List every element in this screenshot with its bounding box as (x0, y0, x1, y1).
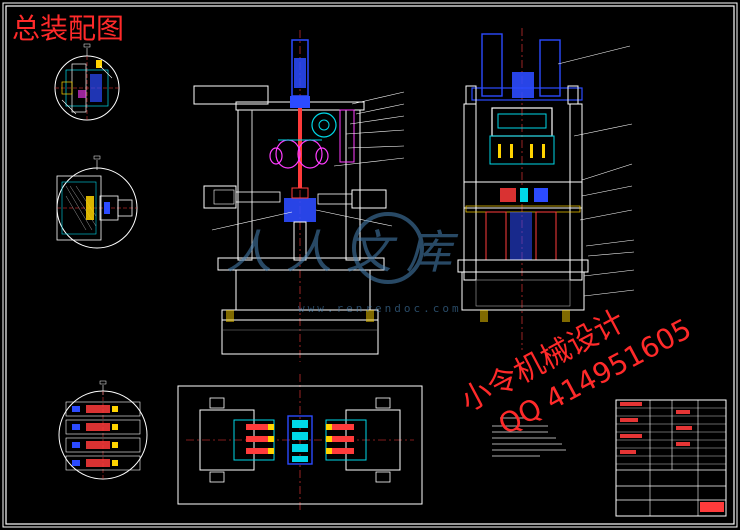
technical-notes (492, 417, 566, 457)
drawing-title: 总装配图 (12, 12, 124, 45)
watermark-brand: 人人文库 (226, 225, 466, 279)
detail-circle-middle (56, 155, 138, 249)
title-block (615, 399, 727, 517)
detail-circle-bottom (58, 380, 148, 480)
sheet-frame-inner (5, 5, 735, 525)
plan-view (177, 374, 423, 512)
side-view (457, 28, 635, 350)
watermark-url: www.renrendoc.com (298, 302, 462, 315)
front-view (193, 30, 405, 362)
renren-watermark: 人人文库 www.renrendoc.com (226, 212, 466, 315)
designer-tag: 小令机械设计 QQ 414951605 (455, 304, 697, 442)
detail-circle-top (54, 43, 120, 121)
